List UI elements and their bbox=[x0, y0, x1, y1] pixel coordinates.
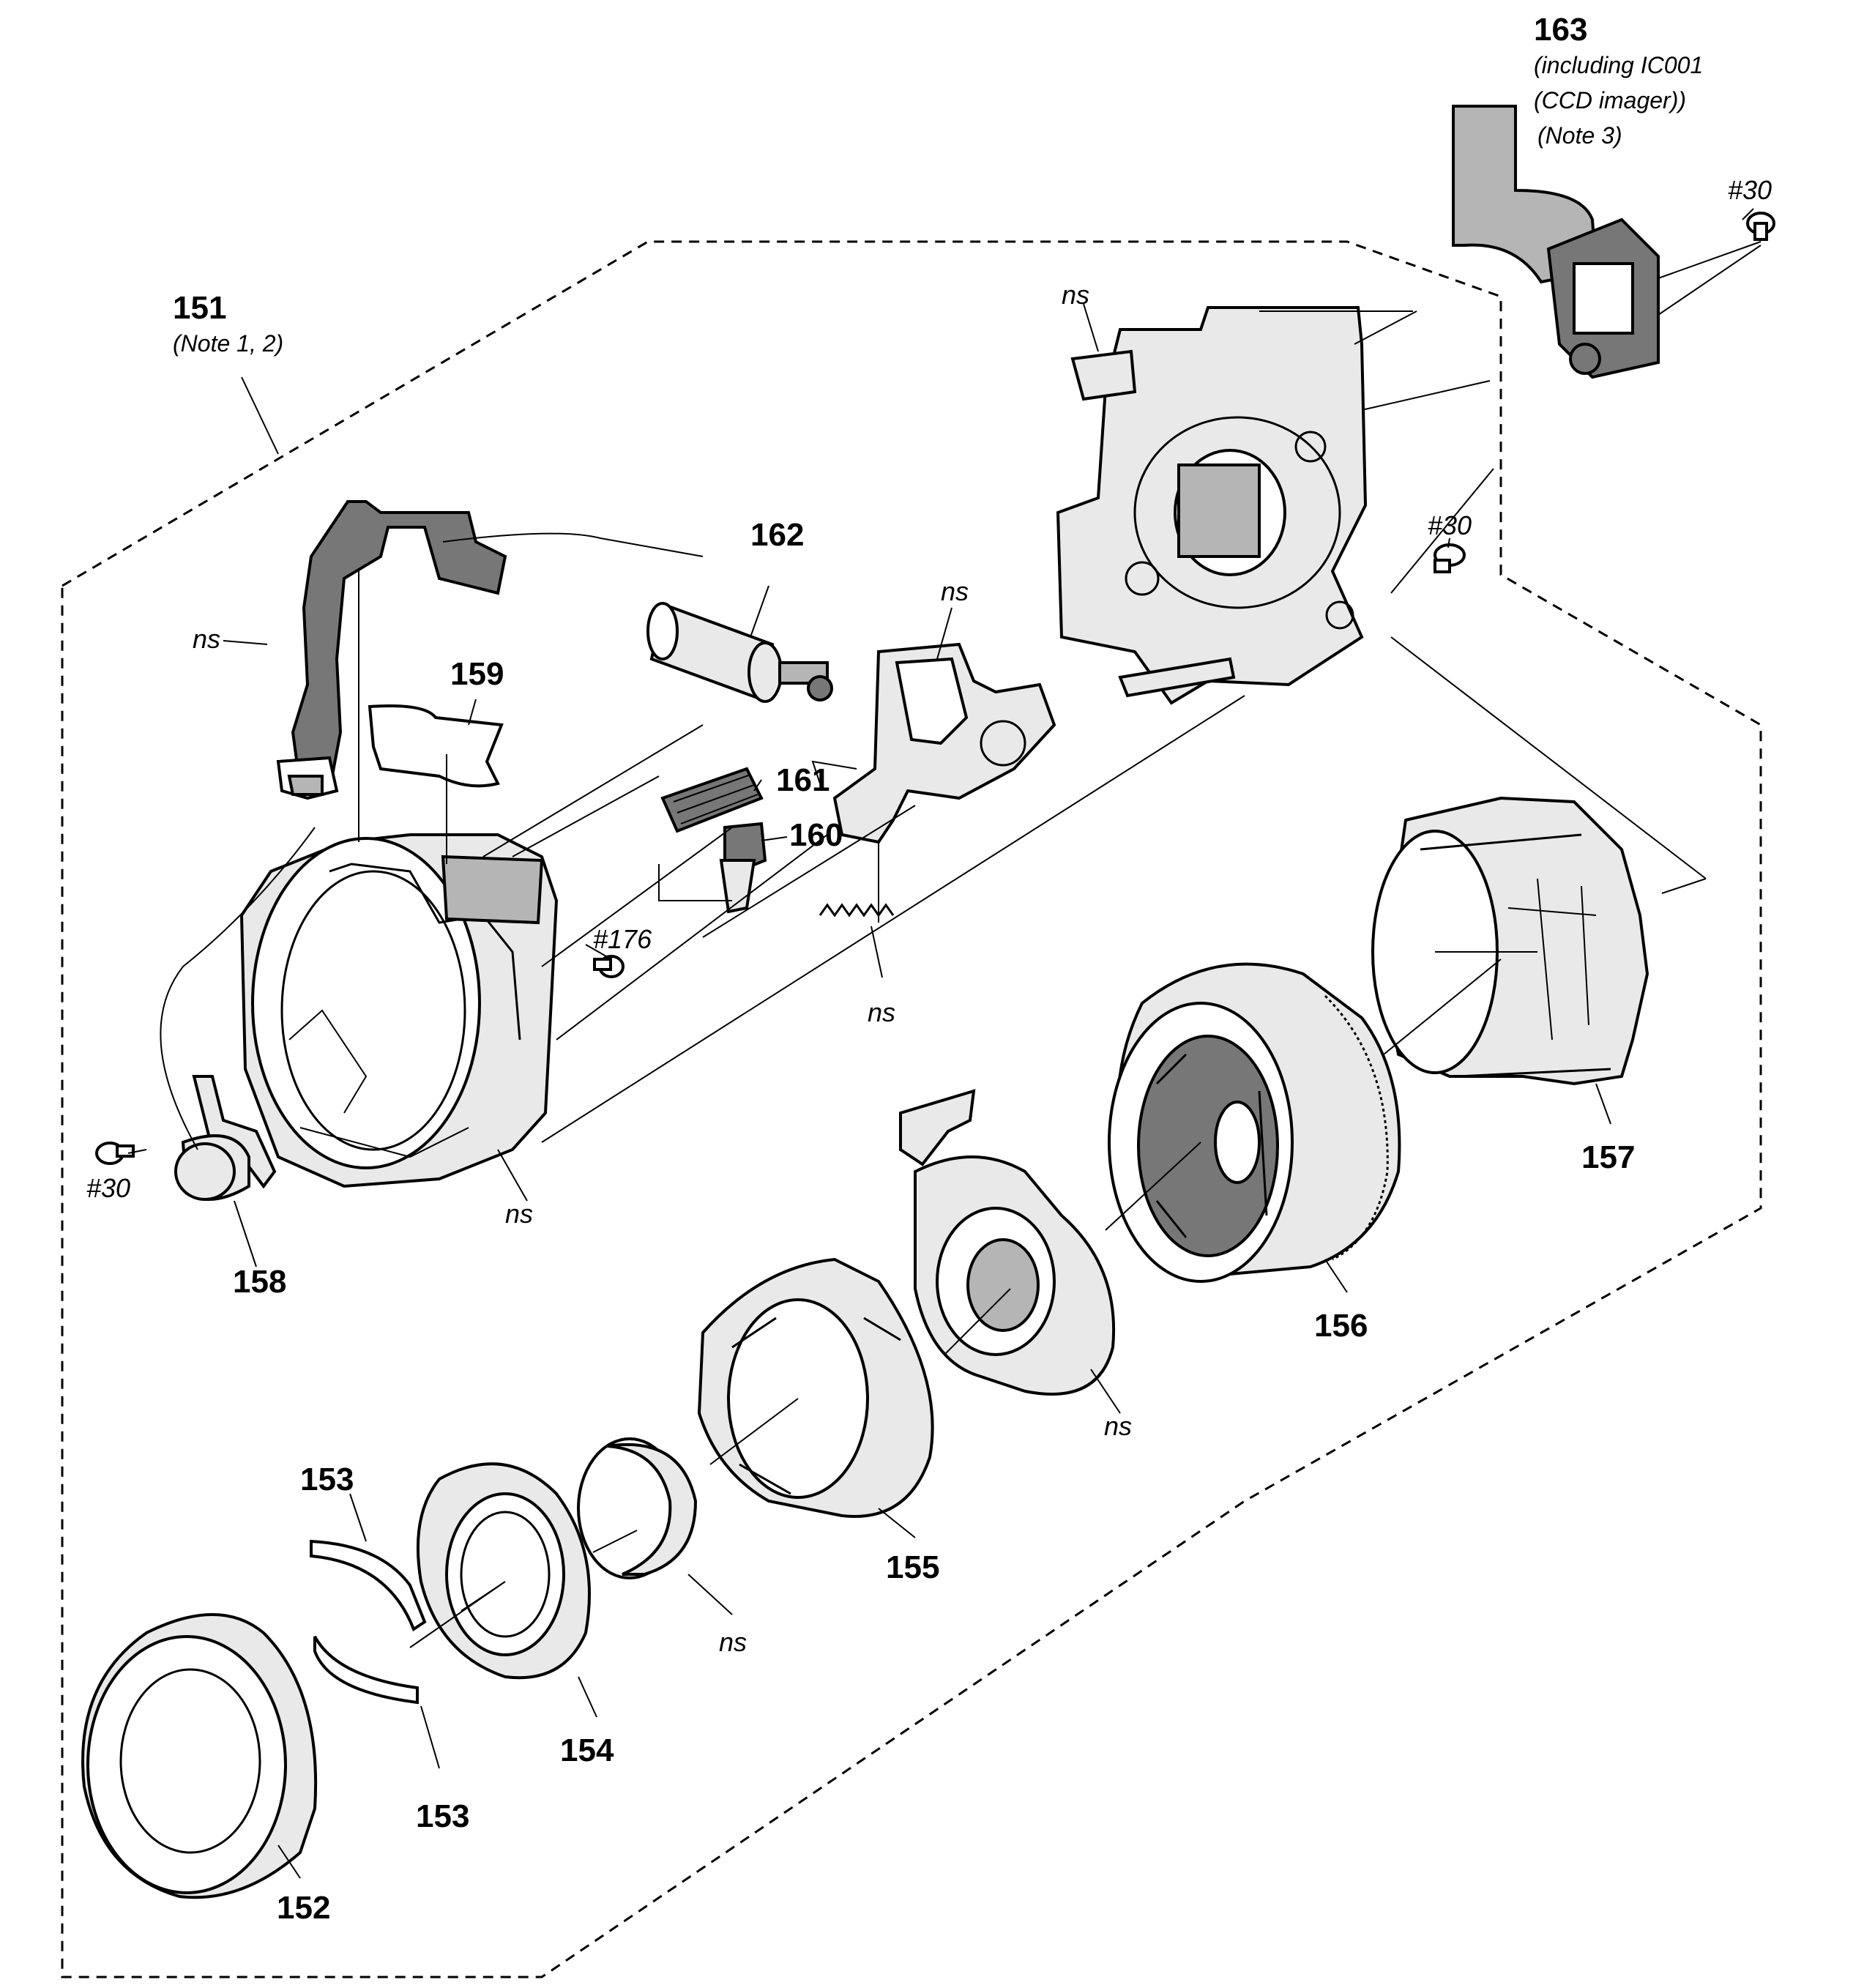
label-ns-lens: ns bbox=[719, 1627, 747, 1657]
screw-30-left bbox=[95, 1142, 135, 1165]
note-163-line2: (CCD imager)) bbox=[1534, 87, 1686, 113]
part-160-gear bbox=[719, 822, 767, 914]
rear-base-frame bbox=[1056, 306, 1494, 705]
label-157: 157 bbox=[1581, 1139, 1635, 1175]
label-161: 161 bbox=[776, 762, 830, 798]
label-151: 151 bbox=[173, 290, 226, 326]
label-156: 156 bbox=[1314, 1308, 1368, 1344]
part-162-motor bbox=[646, 602, 833, 703]
label-screw-176: #176 bbox=[593, 924, 652, 954]
assembly-151-boundary bbox=[61, 240, 1762, 1978]
label-screw-30-top: #30 bbox=[1728, 175, 1772, 205]
note-151: (Note 1, 2) bbox=[173, 330, 283, 357]
label-152: 152 bbox=[277, 1890, 330, 1926]
note-163-line3: (Note 3) bbox=[1537, 122, 1622, 149]
part-158-motor bbox=[174, 1075, 277, 1201]
part-157-cam-ring bbox=[1371, 796, 1649, 1086]
part-153-shim-lower bbox=[313, 1636, 419, 1705]
flex-circuit bbox=[276, 500, 704, 800]
part-153-shim-upper bbox=[310, 1539, 427, 1632]
label-ns-cam: ns bbox=[1104, 1411, 1132, 1441]
label-153-upper: 153 bbox=[300, 1462, 354, 1497]
label-159: 159 bbox=[450, 656, 504, 692]
screw-176 bbox=[593, 955, 625, 978]
label-ns-top: ns bbox=[1062, 280, 1089, 310]
main-lens-body bbox=[239, 833, 559, 1188]
screw-30-top bbox=[1746, 212, 1775, 241]
screw-30-mid bbox=[1434, 543, 1466, 573]
label-160: 160 bbox=[789, 817, 843, 853]
label-ns-flex: ns bbox=[193, 624, 220, 654]
part-155-barrel bbox=[697, 1257, 934, 1518]
label-154: 154 bbox=[560, 1732, 614, 1768]
label-ns-bracket: ns bbox=[941, 576, 969, 606]
label-162: 162 bbox=[750, 517, 804, 553]
part-161-bar bbox=[660, 767, 764, 833]
label-screw-30-mid: #30 bbox=[1428, 510, 1472, 540]
label-ns-spring: ns bbox=[868, 997, 895, 1027]
part-159-sheet bbox=[368, 704, 504, 788]
assembly-axis-lines bbox=[160, 571, 1707, 1648]
label-screw-30-left: #30 bbox=[86, 1173, 130, 1203]
label-153-lower: 153 bbox=[416, 1798, 469, 1834]
lens-element bbox=[577, 1437, 698, 1579]
part-156-gear-barrel bbox=[1108, 962, 1401, 1283]
label-ns-body: ns bbox=[505, 1199, 533, 1229]
leader-lines bbox=[127, 208, 1754, 1879]
label-163: 163 bbox=[1534, 12, 1587, 48]
cam-block bbox=[899, 1089, 1116, 1396]
lens-bracket bbox=[811, 642, 1056, 844]
label-158: 158 bbox=[233, 1264, 286, 1300]
spring bbox=[819, 903, 895, 917]
note-163-line1: (including IC001 bbox=[1534, 52, 1703, 78]
part-152-front-ring bbox=[81, 1613, 318, 1899]
part-163-ccd-imager bbox=[1452, 105, 1762, 379]
part-154-aperture-ring bbox=[416, 1462, 591, 1680]
label-155: 155 bbox=[886, 1549, 939, 1585]
